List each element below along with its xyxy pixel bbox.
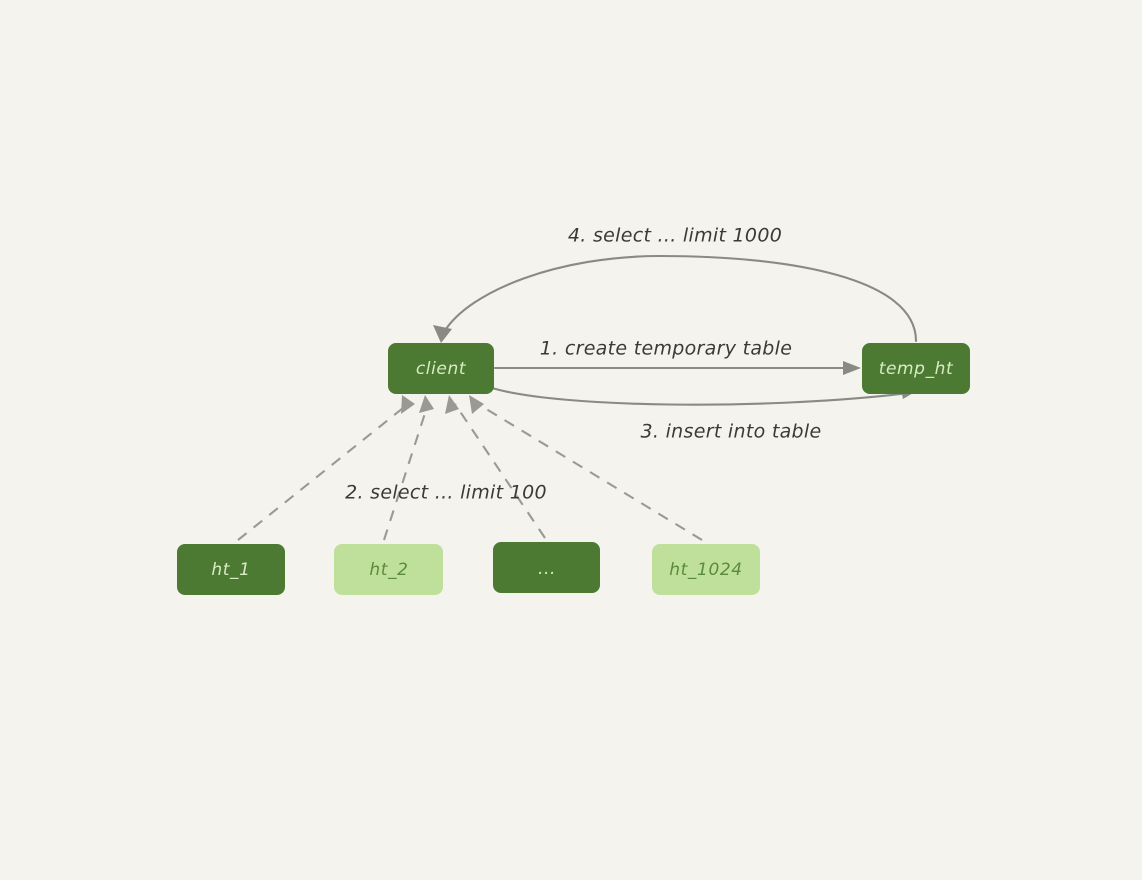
edge-2-arrowhead-ht-1024 <box>469 395 484 414</box>
edge-3-insert-into-table <box>490 385 920 406</box>
edge-1-label: 1. create temporary table <box>540 338 792 360</box>
node-temp-ht-label: temp_ht <box>879 359 954 379</box>
edge-3-line <box>490 386 903 406</box>
edge-2-arrowhead-ht-2 <box>419 395 434 413</box>
node-ht-1[interactable]: ht_1 <box>177 544 285 595</box>
edge-3-label: 3. insert into table <box>641 421 822 443</box>
node-temp-ht-box[interactable] <box>862 343 970 394</box>
node-ht-1024[interactable]: ht_1024 <box>652 544 760 595</box>
node-client-label: client <box>416 359 467 379</box>
edge-2-arrowhead-ht-1 <box>401 395 415 414</box>
node-ht-1-label: ht_1 <box>211 560 250 580</box>
node-ht-1024-label: ht_1024 <box>669 560 742 580</box>
edge-2-line-ht-dots <box>454 403 546 539</box>
edge-2-line-ht-2 <box>383 403 429 541</box>
edge-4-line <box>442 254 918 343</box>
node-temp-ht[interactable]: temp_ht <box>862 343 970 394</box>
edge-4-select-limit-1000 <box>433 254 918 343</box>
node-ht-2-label: ht_2 <box>369 560 408 580</box>
node-ht-2-box[interactable] <box>334 544 443 595</box>
node-client-box[interactable] <box>388 343 494 394</box>
edge-1-create-temporary-table <box>493 361 861 375</box>
edge-2-line-ht-1024 <box>477 403 703 541</box>
edge-4-arrowhead <box>433 325 452 343</box>
edge-1-arrowhead <box>843 361 861 375</box>
node-ht-1-box[interactable] <box>177 544 285 595</box>
node-ht-ellipsis[interactable]: ... <box>493 542 600 593</box>
edge-2-arrowhead-ht-dots <box>445 395 459 414</box>
node-ht-2[interactable]: ht_2 <box>334 544 443 595</box>
node-client[interactable]: client <box>388 343 494 394</box>
node-ht-ellipsis-label: ... <box>538 559 556 579</box>
node-ht-1024-box[interactable] <box>652 544 760 595</box>
node-ht-ellipsis-box[interactable] <box>493 542 600 593</box>
edge-2-label: 2. select ... limit 100 <box>345 482 547 504</box>
edge-2-select-limit-100 <box>237 395 703 541</box>
edge-2-line-ht-1 <box>237 403 409 541</box>
edge-4-label: 4. select ... limit 1000 <box>568 225 782 247</box>
